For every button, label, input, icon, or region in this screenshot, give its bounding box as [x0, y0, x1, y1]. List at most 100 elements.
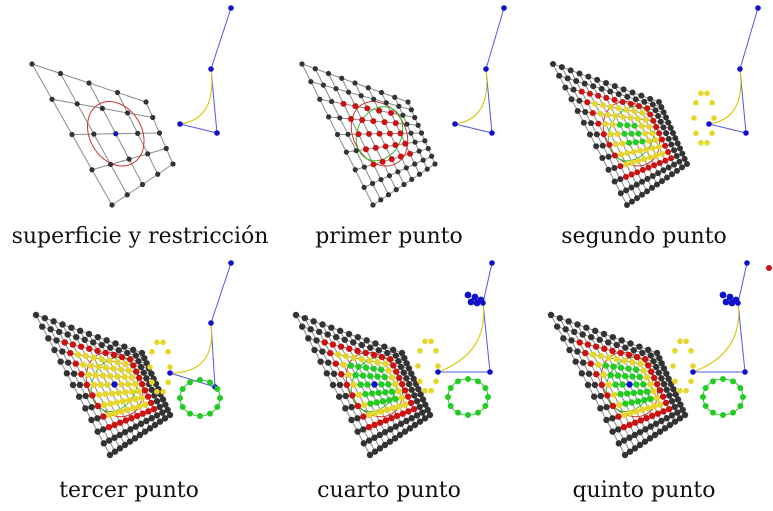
grid-point [594, 76, 601, 83]
grid-point [576, 97, 583, 104]
panel-2: primer punto [260, 0, 518, 255]
grid-point [395, 374, 403, 382]
grid-point [50, 318, 57, 325]
grid-point [651, 431, 659, 439]
grid-point [647, 95, 654, 102]
grid-point [621, 130, 628, 137]
grid-point [637, 417, 645, 424]
green-point [737, 385, 744, 391]
grid-point [342, 405, 349, 412]
grid-point [604, 392, 611, 399]
grid-point [150, 114, 156, 121]
grid-point [90, 354, 98, 361]
grid-point [328, 324, 335, 331]
grid-point [115, 389, 122, 397]
grid-point [633, 381, 640, 388]
grid-point [122, 389, 129, 396]
yellow-point [433, 347, 439, 354]
grid-point [619, 98, 626, 105]
grid-point [658, 375, 665, 382]
grid-point [565, 318, 572, 325]
blue-cluster-point [719, 291, 727, 299]
grid-point [658, 104, 665, 111]
grid-point [133, 368, 140, 375]
grid-point [556, 314, 564, 322]
grid-point [654, 181, 660, 188]
grid-point [347, 362, 355, 369]
grid-point [602, 362, 610, 369]
grid-point [139, 181, 146, 188]
grid-point [124, 406, 131, 413]
grid-point [135, 403, 143, 410]
grid-point [592, 100, 599, 107]
green-point [214, 386, 221, 392]
grid-point [378, 353, 386, 361]
grid-point [97, 381, 104, 388]
grid-point [389, 346, 397, 354]
yellow-point [160, 388, 166, 395]
grid-point [617, 163, 624, 170]
blue-line [210, 262, 232, 324]
grid-point [668, 141, 675, 148]
grid-point [599, 142, 606, 149]
panel-6-caption: quinto punto [572, 478, 716, 503]
yellow-point [417, 347, 423, 354]
grid-point [615, 91, 622, 98]
grid-point [412, 161, 418, 167]
grid-point [99, 372, 107, 379]
grid-point [645, 404, 652, 412]
grid-point [663, 370, 670, 377]
grid-point [381, 441, 389, 449]
grid-point [360, 401, 368, 409]
grid-point [662, 142, 669, 149]
grid-point [660, 167, 667, 174]
grid-point [100, 426, 107, 433]
grid-point [329, 381, 337, 389]
yellow-point [433, 378, 439, 385]
grid-point [143, 375, 150, 382]
grid-point [664, 174, 670, 181]
grid-point [615, 413, 622, 420]
grid-point [111, 434, 118, 441]
grid-point [611, 83, 618, 90]
grid-point [102, 390, 109, 398]
yellow-curve [437, 302, 485, 373]
grid-point [82, 352, 90, 360]
grid-point [326, 114, 332, 120]
grid-point [611, 178, 618, 185]
yellow-curve [169, 322, 213, 374]
grid-point [377, 419, 384, 426]
grid-point [585, 73, 592, 80]
grid-point [395, 403, 403, 410]
grid-point [629, 89, 636, 96]
grid-point [133, 412, 141, 420]
grid-point [59, 321, 66, 328]
grid-point [623, 161, 630, 168]
grid-point [29, 61, 35, 67]
grid-point [633, 408, 640, 415]
grid-point [625, 365, 632, 372]
grid-point [381, 343, 388, 350]
grid-point [329, 98, 335, 105]
grid-point [51, 346, 58, 354]
grid-point [74, 351, 82, 358]
grid-point [386, 396, 393, 404]
grid-point [612, 381, 619, 388]
grid-point [591, 327, 599, 335]
grid-point [418, 130, 425, 136]
chain-point [489, 260, 495, 266]
grid-point [660, 380, 668, 388]
grid-point [153, 412, 161, 419]
green-curve [447, 378, 489, 416]
grid-point [590, 393, 598, 400]
grid-point [106, 451, 114, 459]
grid-point [340, 100, 347, 107]
grid-point [645, 362, 652, 369]
grid-point [345, 330, 353, 338]
grid-point [366, 130, 372, 137]
grid-point [89, 392, 96, 399]
green-point [179, 386, 186, 392]
grid-point [671, 403, 678, 411]
grid-point [679, 150, 686, 157]
grid-point [609, 402, 617, 410]
